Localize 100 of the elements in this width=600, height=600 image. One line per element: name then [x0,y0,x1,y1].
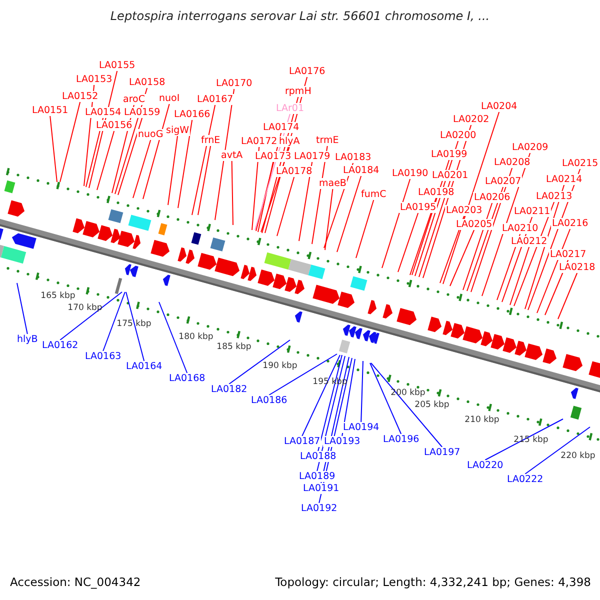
leader-line [142,104,170,200]
gene-label: LA0207 [484,176,522,187]
gene-label: LA0208 [493,157,532,168]
gene-label: LA0193 [323,436,362,447]
leader-line [114,88,148,194]
scale-label: 180 kbp [178,332,214,342]
leader-line [536,228,571,314]
scale-label: 185 kbp [216,342,252,352]
leader-line [336,176,362,252]
gene-label: LA0215 [561,158,600,169]
leader-line [158,302,188,374]
gene-label: LA0196 [382,434,420,445]
gene-label: LA0188 [299,451,338,462]
leader-line [96,130,115,190]
gene-label: hlyB [16,334,39,345]
scale-label: 175 kbp [116,319,152,329]
gene-label: LA0154 [84,107,122,118]
gene-label: LA0195 [399,202,438,213]
gene-label: rpmH [284,86,312,97]
gene-label: LA0211 [513,206,552,217]
leader-line [462,202,493,290]
map-title: Leptospira interrogans serovar Lai str. 56601 chromosome I, ... [109,9,491,23]
gene-label: LAr01 [275,103,306,114]
gene-label: LA0153 [75,74,114,85]
gene-label: LA0183 [334,152,372,163]
gene-label: nuoG [137,129,164,140]
leader-line [102,292,126,352]
gene-label: LA0204 [480,101,518,112]
scale-label: 210 kbp [464,415,500,425]
gene-label: LA0170 [215,78,254,89]
gene-label: LA0191 [302,483,340,494]
gene-label: avtA [220,150,244,161]
leader-line [276,176,295,236]
gene-label: LA0194 [342,422,380,433]
genome-summary-text: Topology: circular; Length: 4,332,241 bp; Genes: 4,398 [275,577,591,587]
gene-label: frnE [200,135,222,146]
gene-label: hlyA [278,136,301,147]
gene-label: trmE [315,135,340,146]
leader-line [132,140,152,198]
leader-line [192,104,216,216]
gene-label: LA0163 [84,351,122,362]
scale-label: 220 kbp [560,451,596,461]
leader-line [324,188,334,250]
gene-label: LA0168 [168,373,206,384]
leader-line [16,282,28,334]
gene-label: LA0190 [391,168,430,179]
gene-label: LA0187 [283,436,322,447]
gene-label: LA0213 [535,191,574,202]
leader-line [318,354,342,452]
leader-line [258,162,274,232]
gene-label: LA0174 [262,122,300,133]
leader-line [370,362,443,448]
gene-label: aroC [122,94,146,105]
leader-line [356,200,374,258]
leader-line [198,146,212,216]
gene-label: LA0162 [41,340,80,351]
leader-line [360,360,364,422]
gene-label: LA0172 [240,136,278,147]
leader-line [440,216,465,284]
leader-line [302,354,340,436]
leader-line [60,292,122,340]
gene-label: LA0202 [452,114,490,125]
gene-label: LA0220 [466,460,504,471]
gene-label: LA0179 [293,151,332,162]
gene-label: LA0206 [473,192,512,203]
leader-line [450,230,475,286]
leader-line [382,178,411,268]
leader-line [524,426,590,474]
leader-line [398,212,419,272]
gene-label: LA0197 [423,447,462,458]
leader-line [558,272,578,320]
leader-line [86,118,104,188]
leader-line [370,362,402,434]
gene-label: LA0222 [506,474,544,485]
gene-label: sigW [165,125,190,136]
accession-text: Accession: NC_004342 [10,577,141,587]
scale-label: 170 kbp [68,303,102,313]
gene-label: LA0166 [173,109,212,120]
gene-label: LA0178 [275,166,314,177]
leader-line [418,180,451,278]
leader-line [510,246,530,306]
scale-label: 165 kbp [40,291,76,301]
gene-label: LA0158 [128,77,166,88]
gene-label: LA0151 [31,105,70,116]
gene-label: LA0176 [288,66,326,77]
gene-label: LA0201 [431,170,470,181]
leader-line [118,118,143,196]
scale-label: 205 kbp [414,400,450,410]
gene-label: LA0214 [545,174,584,185]
leader-line [442,112,500,284]
gene-label: LA0152 [61,91,100,102]
gene-label: LA0184 [342,165,380,176]
scale-label: 190 kbp [262,361,298,371]
leader-line [126,292,145,362]
gene-label: LA0212 [510,236,548,247]
gene-label: fumC [360,189,388,200]
leader-line [60,102,81,182]
gene-label: LA0199 [430,149,468,160]
leader-line [168,136,178,206]
gene-label: LA0198 [417,187,456,198]
